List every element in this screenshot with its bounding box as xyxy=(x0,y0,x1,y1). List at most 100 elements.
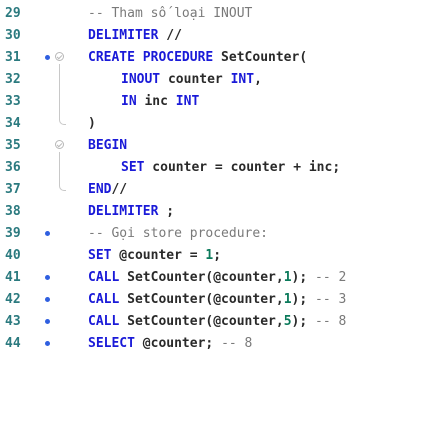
code-line[interactable]: 41 CALL SetCounter(@counter,1); -- 2 xyxy=(0,267,437,289)
code-token: @counter xyxy=(134,336,206,351)
breakpoint-dot-icon[interactable] xyxy=(45,275,50,280)
line-number: 37 xyxy=(5,182,21,197)
code-token: INT xyxy=(175,94,200,109)
code-token: 1 xyxy=(205,248,214,263)
code-text: -- Gọi store procedure: xyxy=(88,223,268,245)
line-number: 43 xyxy=(5,314,21,329)
code-token: SetCounter( xyxy=(213,50,308,65)
code-token: // xyxy=(158,28,182,43)
code-text: INOUT counter INT, xyxy=(121,69,262,91)
code-token: SetCounter(@counter, xyxy=(119,270,284,285)
code-token: ) xyxy=(88,116,96,131)
code-token: ) xyxy=(291,292,300,307)
code-line[interactable]: 39-- Gọi store procedure: xyxy=(0,223,437,245)
line-number: 32 xyxy=(5,72,21,87)
breakpoint-dot-icon[interactable] xyxy=(45,341,50,346)
code-token: DELIMITER xyxy=(88,204,159,219)
code-token: CREATE PROCEDURE xyxy=(88,50,214,65)
code-token: -- Tham số loại INOUT xyxy=(88,6,253,21)
code-token: -- 3 xyxy=(307,292,347,307)
code-line[interactable]: 35 BEGIN xyxy=(0,135,437,157)
code-line[interactable]: 42 CALL SetCounter(@counter,1); -- 3 xyxy=(0,289,437,311)
code-token: SET xyxy=(121,160,145,175)
code-token: SetCounter(@counter, xyxy=(119,292,284,307)
code-token: inc xyxy=(136,94,176,109)
fold-collapse-icon[interactable] xyxy=(55,52,64,61)
code-text: -- Tham số loại INOUT xyxy=(88,3,252,25)
fold-guide-end xyxy=(59,118,66,125)
code-token: counter = counter + inc xyxy=(144,160,333,175)
code-token: CALL xyxy=(88,314,120,329)
code-text: CALL SetCounter(@counter,1); -- 2 xyxy=(88,267,346,289)
code-line[interactable]: 38 DELIMITER ; xyxy=(0,201,437,223)
code-token: SET xyxy=(88,248,112,263)
code-token: 1 xyxy=(283,270,292,285)
breakpoint-dot-icon[interactable] xyxy=(45,55,50,60)
code-token: ) xyxy=(291,270,300,285)
code-text: END// xyxy=(88,179,127,201)
line-number: 30 xyxy=(5,28,21,43)
code-token: -- 2 xyxy=(307,270,347,285)
code-token: BEGIN xyxy=(88,138,128,153)
code-token: counter xyxy=(160,72,231,87)
fold-guide-line xyxy=(59,64,60,118)
code-token: SetCounter(@counter, xyxy=(119,314,284,329)
breakpoint-dot-icon[interactable] xyxy=(45,319,50,324)
code-text: CREATE PROCEDURE SetCounter( xyxy=(88,47,307,69)
line-number: 29 xyxy=(5,6,21,21)
line-number: 44 xyxy=(5,336,21,351)
code-token: -- 8 xyxy=(213,336,253,351)
code-text: DELIMITER ; xyxy=(88,201,174,223)
code-token: @counter = xyxy=(111,248,206,263)
code-line[interactable]: 29 -- Tham số loại INOUT xyxy=(0,3,437,25)
code-line[interactable]: 34) xyxy=(0,113,437,135)
code-token: ; xyxy=(299,314,308,329)
line-number: 35 xyxy=(5,138,21,153)
code-token: ; xyxy=(158,204,175,219)
code-token: INOUT xyxy=(121,72,161,87)
code-text: CALL SetCounter(@counter,5); -- 8 xyxy=(88,311,346,333)
fold-guide-line xyxy=(59,152,60,184)
code-token: INT xyxy=(230,72,255,87)
line-number: 36 xyxy=(5,160,21,175)
code-line[interactable]: 36 SET counter = counter + inc; xyxy=(0,157,437,179)
code-text: DELIMITER // xyxy=(88,25,182,47)
code-token: ; xyxy=(299,292,308,307)
code-token: CALL xyxy=(88,292,120,307)
code-text: ) xyxy=(88,113,96,135)
code-line[interactable]: 30 DELIMITER // xyxy=(0,25,437,47)
line-number: 42 xyxy=(5,292,21,307)
code-token: ; xyxy=(213,248,222,263)
code-line[interactable]: 37 END// xyxy=(0,179,437,201)
fold-collapse-icon[interactable] xyxy=(55,140,64,149)
code-line[interactable]: 44 SELECT @counter; -- 8 xyxy=(0,333,437,355)
code-token: END xyxy=(88,182,112,197)
code-text: BEGIN xyxy=(88,135,127,157)
line-number: 38 xyxy=(5,204,21,219)
code-token: , xyxy=(254,72,262,87)
code-token: ) xyxy=(291,314,300,329)
code-text: SELECT @counter; -- 8 xyxy=(88,333,252,355)
breakpoint-dot-icon[interactable] xyxy=(45,231,50,236)
fold-guide-end xyxy=(59,184,66,191)
code-token: ; xyxy=(332,160,341,175)
code-line[interactable]: 43 CALL SetCounter(@counter,5); -- 8 xyxy=(0,311,437,333)
breakpoint-dot-icon[interactable] xyxy=(45,297,50,302)
code-text: SET @counter = 1; xyxy=(88,245,221,267)
code-token: 1 xyxy=(283,292,292,307)
code-token: IN xyxy=(121,94,137,109)
code-line[interactable]: 32 INOUT counter INT, xyxy=(0,69,437,91)
code-token: ; xyxy=(205,336,214,351)
code-token: DELIMITER xyxy=(88,28,159,43)
code-token: SELECT xyxy=(88,336,135,351)
code-token: -- 8 xyxy=(307,314,347,329)
code-token: CALL xyxy=(88,270,120,285)
code-text: SET counter = counter + inc; xyxy=(121,157,340,179)
code-token: 5 xyxy=(283,314,292,329)
code-token: // xyxy=(111,182,128,197)
line-number: 41 xyxy=(5,270,21,285)
